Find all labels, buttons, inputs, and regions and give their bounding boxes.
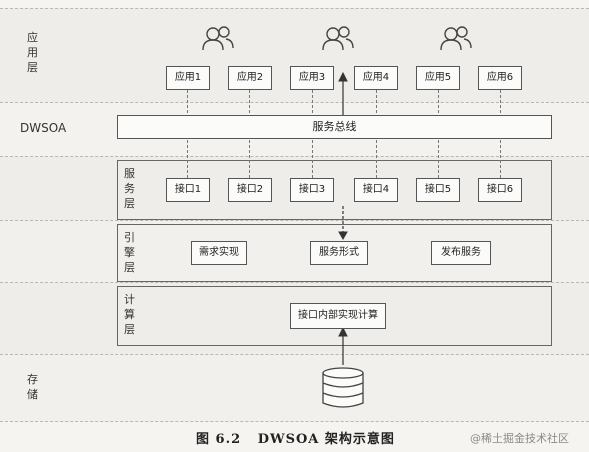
service-layer-frame [117, 160, 552, 220]
app-layer-label: 应用层 [27, 31, 39, 74]
service-bus: 服务总线 [117, 115, 552, 139]
arrow-icon [338, 326, 348, 365]
storage-layer-band [0, 354, 589, 422]
interface-box-1: 接口1 [166, 178, 210, 202]
engine-box-requirement: 需求实现 [191, 241, 247, 265]
app-box-3: 应用3 [290, 66, 334, 90]
compute-layer-label: 计算层 [124, 293, 136, 336]
app-box-1: 应用1 [166, 66, 210, 90]
watermark-text: @稀土掘金技术社区 [470, 432, 569, 445]
interface-box-4: 接口4 [354, 178, 398, 202]
interface-box-6: 接口6 [478, 178, 522, 202]
app-box-6: 应用6 [478, 66, 522, 90]
compute-box: 接口内部实现计算 [290, 303, 386, 329]
dwsoa-layer-label: DWSOA [20, 121, 67, 135]
service-layer-label: 服务层 [124, 167, 136, 210]
app-box-5: 应用5 [416, 66, 460, 90]
engine-box-service-form: 服务形式 [310, 241, 368, 265]
engine-layer-label: 引擎层 [124, 231, 136, 274]
interface-box-3: 接口3 [290, 178, 334, 202]
arrow-icon [338, 206, 348, 241]
app-box-2: 应用2 [228, 66, 272, 90]
app-box-4: 应用4 [354, 66, 398, 90]
database-icon [322, 367, 364, 408]
interface-box-5: 接口5 [416, 178, 460, 202]
figure-caption: 图 6.2 DWSOA 架构示意图 [196, 432, 395, 447]
interface-box-2: 接口2 [228, 178, 272, 202]
compute-layer-frame [117, 286, 552, 346]
engine-box-publish: 发布服务 [431, 241, 491, 265]
user-group-icon [202, 26, 472, 51]
engine-layer-frame [117, 224, 552, 282]
arrow-icon [338, 71, 348, 115]
storage-layer-label: 存储 [27, 373, 39, 401]
